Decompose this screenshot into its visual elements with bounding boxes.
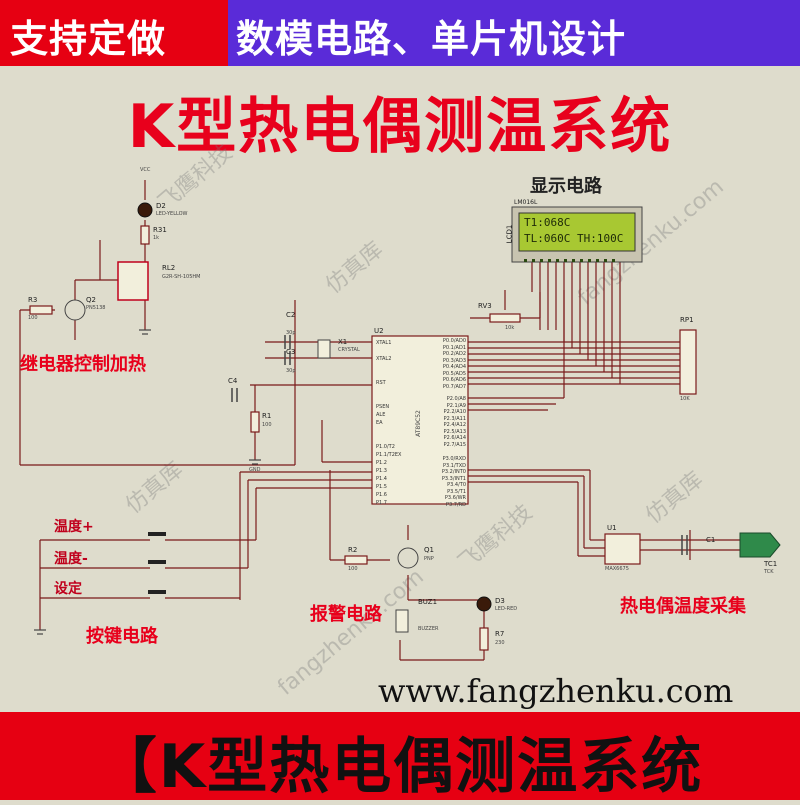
r1-resistor [250,411,260,433]
lcd-model: LM016L [514,199,538,206]
r31-value: 1k [153,235,160,241]
r7-label: R7 [495,630,505,638]
d3-label: D3 [495,597,505,605]
u2-pins-left: XTAL1 XTAL2 RST PSEN ALE EA P1.0/T2 P1.1… [376,340,402,506]
key-button [148,532,166,536]
d2-label: D2 [156,202,166,210]
tc1-model: TCK [764,569,774,575]
rl2-label: RL2 [162,264,176,272]
vcc-label: VCC [140,167,151,173]
footer-title: 【K型热电偶测温系统 [96,732,704,802]
section-alarm: 报警电路 [310,604,382,625]
c3-value: 30p [286,368,296,374]
x1-label: X1 [338,338,348,346]
c2-value: 30p [286,330,296,336]
rv3-value: 10k [505,325,515,331]
page-title: K型热电偶测温系统 [127,92,673,162]
key-button [148,560,166,564]
c4-label: C4 [228,377,238,385]
d3-led [476,596,492,612]
d2-model: LED-YELLOW [156,211,188,217]
r1-label: R1 [262,412,272,420]
q1-transistor [397,547,419,569]
lcd-line-2: TL:060C TH:100C [524,232,624,245]
rl2-model: G2R-SH-105HM [162,274,201,280]
key-set-label: 设定 [54,581,82,597]
r7-value: 230 [495,640,505,646]
r2-label: R2 [348,546,358,554]
q2-label: Q2 [86,296,96,304]
banner-right-text: 数模电路、单片机设计 [236,17,627,61]
r3-label: R3 [28,296,38,304]
q2-transistor [64,299,86,321]
section-keys: 按键电路 [86,626,158,647]
crystal [317,339,331,359]
footer-bar [0,712,800,800]
rp1-resistor-pack [679,329,697,395]
key-temp-up-label: 温度+ [54,519,94,535]
banner-left-text: 支持定做 [10,17,167,61]
section-sensor: 热电偶温度采集 [620,596,746,617]
lcd-screen [518,212,636,252]
website-url: www.fangzhenku.com [378,672,734,710]
u2-ref: U2 [374,327,384,335]
lcd-line-1: T1:068C [524,216,571,229]
section-relay: 继电器控制加热 [20,354,146,375]
q1-model: PNP [424,556,434,562]
gnd-label: GND [249,467,261,473]
d3-model: LED-RED [495,606,518,612]
u1-label: U1 [607,524,617,532]
c3-label: C3 [286,348,296,356]
buz1-label: BUZ1 [418,598,438,606]
u1-chip [604,533,641,565]
tc1-label: TC1 [764,560,778,568]
r1-value: 100 [262,422,272,428]
rp1-label: RP1 [680,316,694,324]
buz1-model: BUZZER [418,626,439,632]
relay [117,261,149,301]
r2-resistor [344,555,368,565]
rv3-resistor [489,313,521,323]
q1-label: Q1 [424,546,434,554]
r31-resistor [140,225,150,245]
r3-resistor [29,305,53,315]
u2-chip [371,335,469,505]
r31-label: R31 [153,226,167,234]
rv3-label: RV3 [478,302,492,310]
rp1-value: 10K [680,396,690,402]
banner-left [0,0,228,66]
thermocouple [739,532,781,558]
banner-right [228,0,800,66]
lcd-ref: LCD1 [505,224,514,244]
r3-value: 100 [28,315,38,321]
r7-resistor [479,627,489,651]
section-display: 显示电路 [530,176,602,197]
c2-label: C2 [286,311,296,319]
x1-model: CRYSTAL [338,347,360,353]
d2-led [137,202,153,218]
buzzer [395,609,409,633]
u1-model: MAX6675 [605,566,629,572]
key-button [148,590,166,594]
q2-model: PN5138 [86,305,106,311]
c1-label: C1 [706,536,716,544]
key-temp-down-label: 温度- [54,551,88,567]
r2-value: 100 [348,566,358,572]
u2-pins-right: P0.0/AD0 P0.1/AD1 P0.2/AD2 P0.3/AD3 P0.4… [441,338,466,508]
